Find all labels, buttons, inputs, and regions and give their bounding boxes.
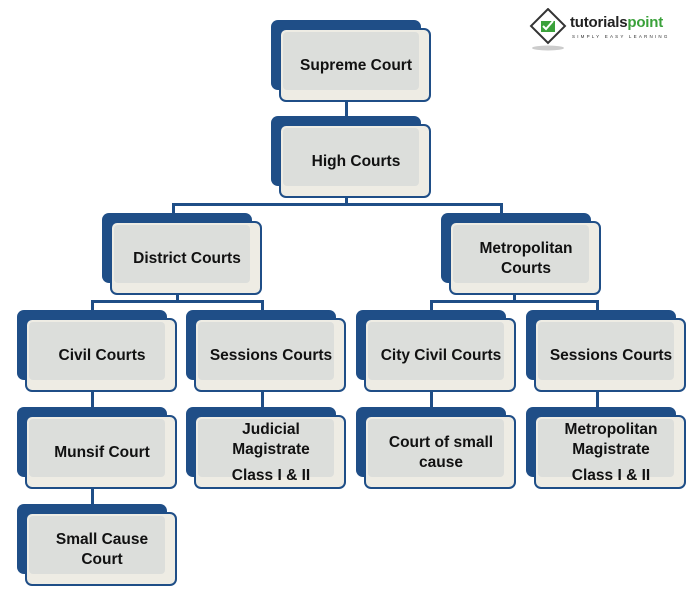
node-label: City Civil Courts <box>380 347 502 364</box>
node-label: Supreme Court <box>300 57 412 74</box>
connector-district-down <box>176 293 179 302</box>
connector-district-horizontal <box>91 300 264 303</box>
connector-metro-horizontal <box>430 300 599 303</box>
tutorialspoint-logo: tutorialspoint SIMPLY EASY LEARNING <box>528 8 688 52</box>
node-fill <box>453 225 589 283</box>
connector-metro-down <box>513 293 516 302</box>
connector-munsif-smallcause <box>91 487 94 505</box>
node-label: Sessions Courts <box>549 347 673 364</box>
connector-sessions-judicial <box>261 390 264 408</box>
node-civil-courts: Civil Courts <box>17 310 179 392</box>
connector-to-civil <box>91 300 94 312</box>
node-box: City Civil Courts <box>364 318 516 392</box>
node-label: Munsif Court <box>54 444 150 461</box>
node-fill <box>283 32 419 90</box>
node-fill <box>538 419 674 477</box>
node-label: Sessions Courts <box>209 347 333 364</box>
connector-civil-munsif <box>91 390 94 408</box>
node-fill <box>29 419 165 477</box>
connector-to-sessions-left <box>261 300 264 312</box>
node-city-civil-courts: City Civil Courts <box>356 310 518 392</box>
connector-sessions-metromag <box>596 390 599 408</box>
node-label: Civil Courts <box>58 347 146 364</box>
node-box: High Courts <box>279 124 431 198</box>
node-box: Civil Courts <box>25 318 177 392</box>
node-high-courts: High Courts <box>271 116 433 198</box>
node-fill <box>198 322 334 380</box>
node-fill <box>283 128 419 186</box>
node-munsif-court: Munsif Court <box>17 407 179 489</box>
node-fill <box>29 516 165 574</box>
connector-to-city-civil <box>430 300 433 312</box>
connector-supreme-high <box>345 101 348 121</box>
node-district-courts: District Courts <box>102 213 264 295</box>
node-box: Sessions Courts <box>194 318 346 392</box>
node-fill <box>198 419 334 477</box>
node-fill <box>368 322 504 380</box>
node-supreme-court: Supreme Court <box>271 20 433 102</box>
connector-level2-horizontal <box>172 203 503 206</box>
connector-to-sessions-right <box>596 300 599 312</box>
node-label: High Courts <box>311 153 401 170</box>
node-fill <box>368 419 504 477</box>
node-sessions-courts-metro: Sessions Courts <box>526 310 688 392</box>
node-fill <box>114 225 250 283</box>
connector-citycivil-smallcause <box>430 390 433 408</box>
node-box: Sessions Courts <box>534 318 686 392</box>
connector-high-down <box>345 196 348 205</box>
connector-to-district <box>172 203 175 215</box>
connector-to-metro <box>500 203 503 215</box>
node-box: Munsif Court <box>25 415 177 489</box>
logo-diamond-icon <box>529 8 567 51</box>
node-fill <box>29 322 165 380</box>
node-sessions-courts-district: Sessions Courts <box>186 310 348 392</box>
node-fill <box>538 322 674 380</box>
node-label: District Courts <box>133 250 241 267</box>
node-box: Supreme Court <box>279 28 431 102</box>
node-box: District Courts <box>110 221 262 295</box>
logo-wordmark: tutorialspoint <box>570 14 664 31</box>
logo-tagline: SIMPLY EASY LEARNING <box>572 34 670 39</box>
